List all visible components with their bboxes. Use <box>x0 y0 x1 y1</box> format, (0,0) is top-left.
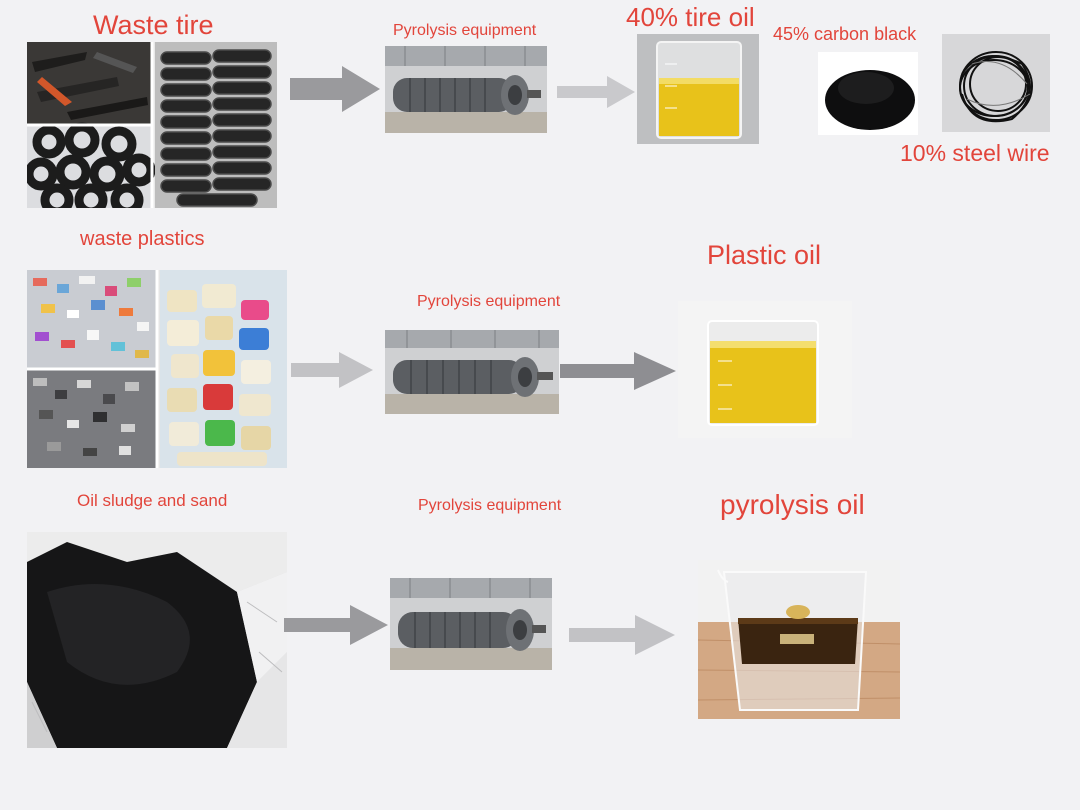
arrow-plastics-to-equipment <box>291 352 373 388</box>
arrow-equipment-to-tire-oil <box>557 76 635 108</box>
pyrolysis-oil-beaker-photo <box>698 560 900 719</box>
carbon-black-photo <box>818 52 918 135</box>
oil-sludge-photo <box>27 532 287 748</box>
arrow-equipment-to-pyrolysis-oil <box>569 615 675 655</box>
plastic-oil-label: Plastic oil <box>707 240 822 270</box>
pyrolysis-oil-label: pyrolysis oil <box>720 489 865 520</box>
carbon-black-label: 45% carbon black <box>773 24 917 44</box>
arrow-equipment-to-plastic-oil <box>560 352 676 390</box>
pyrolysis-equipment-photo-row3 <box>390 578 552 670</box>
tire-oil-label: 40% tire oil <box>626 2 755 32</box>
equipment-label-row2: Pyrolysis equipment <box>417 293 561 310</box>
steel-wire-photo <box>942 34 1050 132</box>
tire-oil-beaker-photo <box>637 34 759 144</box>
oil-sludge-label: Oil sludge and sand <box>77 491 228 510</box>
pyrolysis-equipment-photo-row2 <box>385 330 559 414</box>
arrow-sludge-to-equipment <box>284 605 388 645</box>
equipment-label-row1: Pyrolysis equipment <box>393 22 537 39</box>
equipment-label-row3: Pyrolysis equipment <box>418 497 562 514</box>
plastic-oil-beaker-photo <box>678 301 852 438</box>
waste-tire-label: Waste tire <box>93 10 214 40</box>
waste-plastics-photo <box>27 270 287 468</box>
arrow-tire-to-equipment <box>290 66 380 112</box>
waste-plastics-label: waste plastics <box>80 228 205 250</box>
pyrolysis-equipment-photo-row1 <box>385 46 547 133</box>
steel-wire-label: 10% steel wire <box>900 140 1050 166</box>
waste-tire-photo <box>27 42 277 208</box>
